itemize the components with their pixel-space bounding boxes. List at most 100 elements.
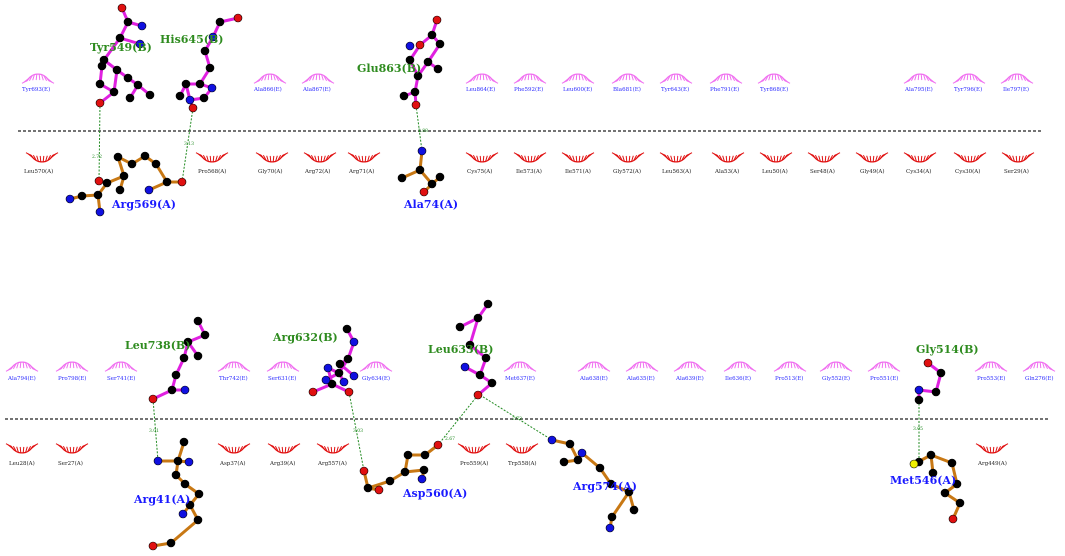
arc-spoke xyxy=(267,74,270,81)
arc-spoke xyxy=(750,368,757,372)
arc-spoke xyxy=(639,362,642,369)
res-label-a: Ile571(A) xyxy=(565,168,591,175)
atom xyxy=(547,435,557,445)
arc-spoke xyxy=(321,74,324,81)
arc-curve xyxy=(60,446,84,454)
arc-spoke xyxy=(964,155,967,162)
arc-spoke xyxy=(676,155,679,162)
atom xyxy=(465,340,475,350)
atom xyxy=(179,353,189,363)
arc-spoke xyxy=(920,74,923,81)
res-label-e: Tyr796(E) xyxy=(954,86,982,93)
arc-spoke xyxy=(729,74,732,81)
hbond-line xyxy=(348,391,365,472)
res-label-a: Gly70(A) xyxy=(258,168,283,175)
arc-spoke xyxy=(722,155,725,162)
arc-spoke xyxy=(118,362,121,369)
arc-spoke xyxy=(827,155,830,162)
arc-curve xyxy=(714,73,738,81)
hbond-distance: 2.72 xyxy=(92,154,102,160)
res-label-e: Gln276(E) xyxy=(1025,375,1054,382)
atom xyxy=(148,541,158,551)
hydrophobic-contact xyxy=(25,152,59,163)
atom xyxy=(175,91,185,101)
arc-spoke xyxy=(773,155,776,162)
atom xyxy=(931,387,941,397)
atom xyxy=(200,46,210,56)
arc-spoke xyxy=(726,74,729,81)
arc-spoke xyxy=(768,74,771,81)
hbond-line xyxy=(181,107,194,183)
res-label-a: Cys75(A) xyxy=(467,168,492,175)
res-label-a: Arg71(A) xyxy=(348,168,374,175)
hbond-distances: 2.72 3.13 2.88 3.01 3.03 2.67 2.73 3.05 xyxy=(92,128,923,442)
arc-spoke xyxy=(652,368,659,372)
arc-spoke xyxy=(969,74,972,81)
atom xyxy=(180,385,190,395)
hydrophobic-contact xyxy=(217,443,251,454)
arc-spoke xyxy=(231,362,234,369)
atom xyxy=(193,351,203,361)
arc-spoke xyxy=(317,155,320,162)
arc-spoke xyxy=(367,155,370,162)
hbond-distance: 3.03 xyxy=(353,428,363,434)
arc-curve xyxy=(728,361,752,369)
res-label-e: Pro798(E) xyxy=(58,375,86,382)
arc-spoke xyxy=(1036,362,1039,369)
arc-spoke xyxy=(670,74,673,81)
hbond-distance: 3.05 xyxy=(913,426,923,432)
atom xyxy=(947,458,957,468)
atom xyxy=(208,32,218,42)
chain-a-labels: Arg569(A) Ala74(A) Arg41(A) Asp560(A) Ar… xyxy=(111,198,956,506)
arc-spoke xyxy=(121,362,124,369)
atom xyxy=(952,479,962,489)
arc-spoke xyxy=(275,155,278,162)
atom xyxy=(411,100,421,110)
atom xyxy=(423,57,433,67)
atom xyxy=(113,152,123,162)
res-label-a: Leu563(A) xyxy=(662,168,691,175)
res-label-a: Gly572(A) xyxy=(613,168,641,175)
arc-spoke xyxy=(738,152,745,156)
arc-curve xyxy=(566,155,590,163)
hydrophobic-contact xyxy=(773,361,807,372)
arc-spoke xyxy=(786,152,793,156)
res-label-e: Ala638(E) xyxy=(579,375,608,382)
arc-spoke xyxy=(676,74,679,81)
atom xyxy=(123,73,133,83)
arc-spoke xyxy=(48,80,55,84)
res-label-e: Ile636(E) xyxy=(725,375,751,382)
arc-spoke xyxy=(234,446,237,453)
atom xyxy=(909,459,919,469)
arc-spoke xyxy=(770,155,773,162)
arc-curve xyxy=(462,446,486,454)
atom xyxy=(177,177,187,187)
arc-curve xyxy=(812,155,836,163)
arc-spoke xyxy=(330,446,333,453)
atom xyxy=(140,151,150,161)
arc-spoke xyxy=(679,155,682,162)
atom xyxy=(420,450,430,460)
arc-curve xyxy=(957,73,981,81)
atom xyxy=(200,330,210,340)
arc-spoke xyxy=(364,155,367,162)
hydrophobic-contact xyxy=(266,361,300,372)
residue-label-leu633: Leu633(B) xyxy=(428,343,493,356)
arc-spoke xyxy=(917,155,920,162)
hydrophobic-contact xyxy=(673,361,707,372)
arc-spoke xyxy=(818,155,821,162)
res-label-a: Trp558(A) xyxy=(508,460,537,467)
atom xyxy=(417,474,427,484)
arc-spoke xyxy=(315,74,318,81)
hydrophobic-contact xyxy=(457,443,491,454)
arc-spoke xyxy=(520,362,523,369)
residue-label-arg574: Arg574(A) xyxy=(572,480,637,493)
arc-spoke xyxy=(581,74,584,81)
arc-spoke xyxy=(923,155,926,162)
residue-label-arg569: Arg569(A) xyxy=(111,198,176,211)
res-label-a: Ser48(A) xyxy=(810,168,835,175)
arc-spoke xyxy=(986,446,989,453)
res-label-a: Cys30(A) xyxy=(955,168,980,175)
arc-spoke xyxy=(522,446,525,453)
